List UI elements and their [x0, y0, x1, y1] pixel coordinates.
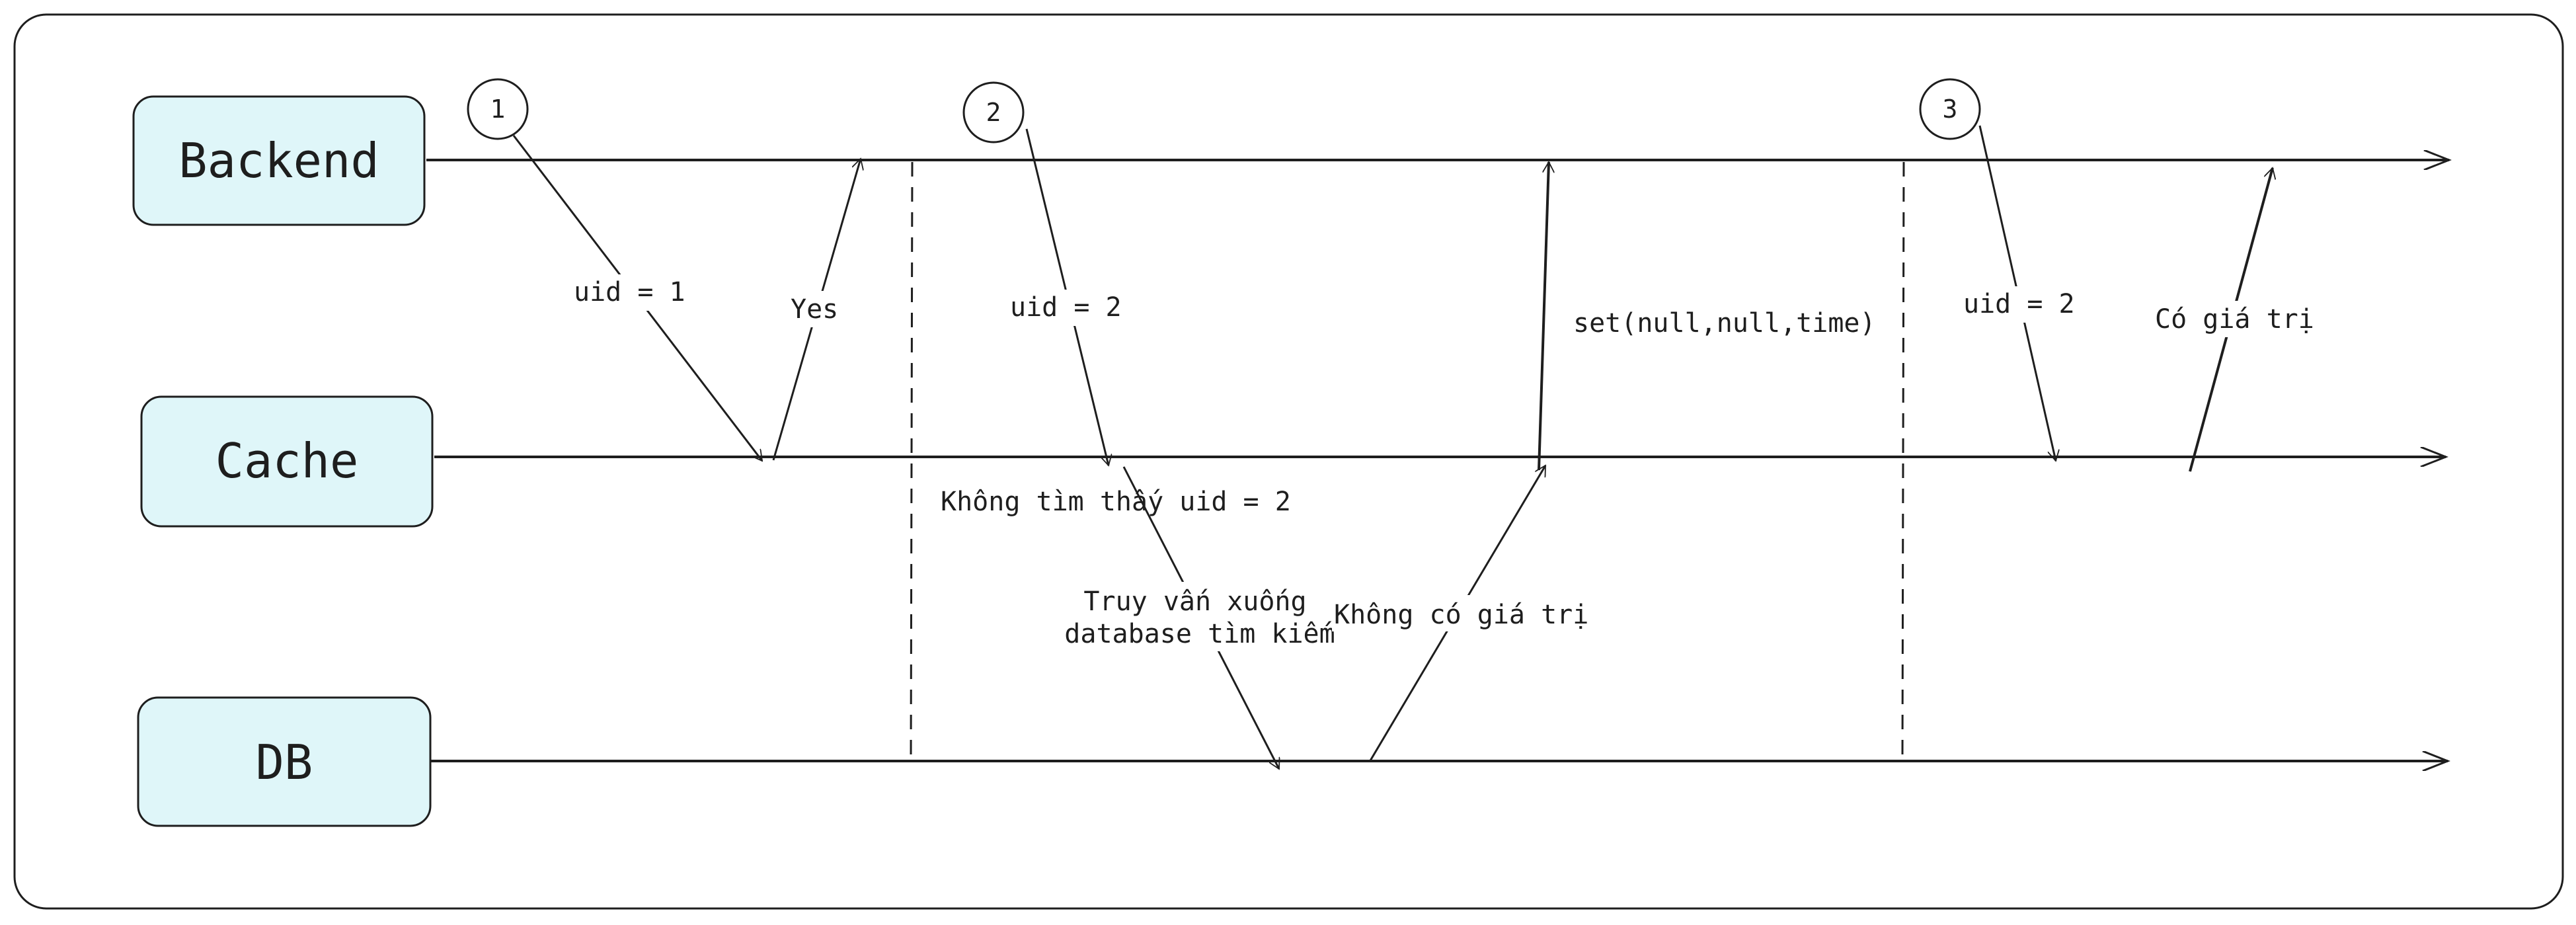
cache-label: Cache [215, 433, 359, 489]
step-number-2: 2 [986, 98, 1001, 127]
label-yes: Yes [791, 294, 838, 325]
label-set-null: set(null,null,time) [1573, 308, 1876, 339]
db-label: DB [256, 735, 313, 790]
participant-cache: Cache [140, 395, 434, 528]
phase-separator-2 [1901, 161, 1905, 762]
diagram-frame [13, 13, 2564, 910]
phase-separator-1 [910, 161, 914, 762]
step-marker-1: 1 [467, 78, 529, 140]
cache-box [140, 395, 434, 528]
label-bg-m2-db-response [1332, 595, 1583, 631]
step-circle-3 [1919, 78, 1981, 140]
db-box [137, 696, 432, 827]
label-query-db-line2: database tìm kiếm [1064, 619, 1335, 649]
label-bg-m1-response [788, 291, 841, 327]
label-bg-m1-request [568, 274, 687, 311]
label-uid-1: uid = 1 [574, 277, 685, 307]
label-no-value: Không có giá trị [1334, 600, 1588, 630]
label-has-value: Có giá trị [2155, 304, 2314, 335]
label-bg-m2-query [1064, 582, 1335, 651]
label-bg-m3-response [2152, 301, 2314, 337]
participant-backend: Backend [132, 95, 426, 226]
step-marker-2: 2 [962, 81, 1025, 143]
label-query-db-line1: Truy vấn xuống [1083, 586, 1306, 617]
step-number-1: 1 [490, 95, 506, 124]
label-not-found: Không tìm thấy uid = 2 [941, 487, 1291, 517]
arrow-cache-to-backend-set [1538, 162, 1549, 471]
backend-label: Backend [178, 133, 379, 188]
label-bg-m2-request [1005, 290, 1124, 326]
step-circle-2 [962, 81, 1025, 143]
step-marker-3: 3 [1919, 78, 1981, 140]
label-bg-m3-request [1959, 286, 2078, 323]
step-circle-1 [467, 78, 529, 140]
participant-db: DB [137, 696, 432, 827]
backend-box [132, 95, 426, 226]
label-uid-2-step2: uid = 2 [1010, 292, 1122, 323]
step-number-3: 3 [1943, 95, 1958, 124]
label-uid-2-step3: uid = 2 [1963, 289, 2075, 319]
